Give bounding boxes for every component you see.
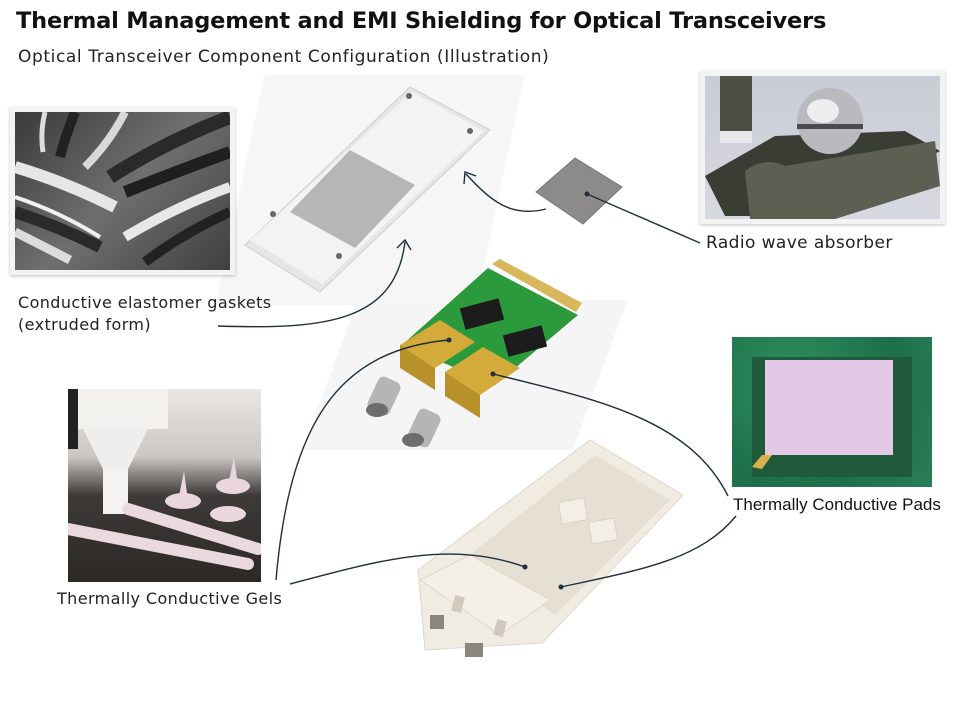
absorber-illustration xyxy=(705,76,940,219)
page-subtitle: Optical Transceiver Component Configurat… xyxy=(18,47,550,67)
thermal-pads-label: Thermally Conductive Pads xyxy=(733,495,941,514)
thermal-gels-photo xyxy=(68,389,261,582)
thermal-gels-label: Thermally Conductive Gels xyxy=(57,589,283,608)
top-cover xyxy=(244,86,491,293)
thermal-pads-photo xyxy=(732,337,932,487)
bottom-housing xyxy=(417,439,684,657)
gasket-strips-illustration xyxy=(15,112,230,267)
pcb-assembly xyxy=(366,259,582,448)
thermal-pad-on-chip-illustration xyxy=(752,357,912,477)
absorber-label: Radio wave absorber xyxy=(706,233,893,253)
gel-dispensing-illustration xyxy=(68,389,261,570)
page-title: Thermal Management and EMI Shielding for… xyxy=(16,8,827,34)
leader-lines xyxy=(217,171,737,588)
gaskets-photo xyxy=(10,107,235,275)
absorber-sheet xyxy=(535,157,623,225)
absorber-photo xyxy=(700,71,945,224)
gaskets-label: Conductive elastomer gaskets (extruded f… xyxy=(18,293,272,334)
